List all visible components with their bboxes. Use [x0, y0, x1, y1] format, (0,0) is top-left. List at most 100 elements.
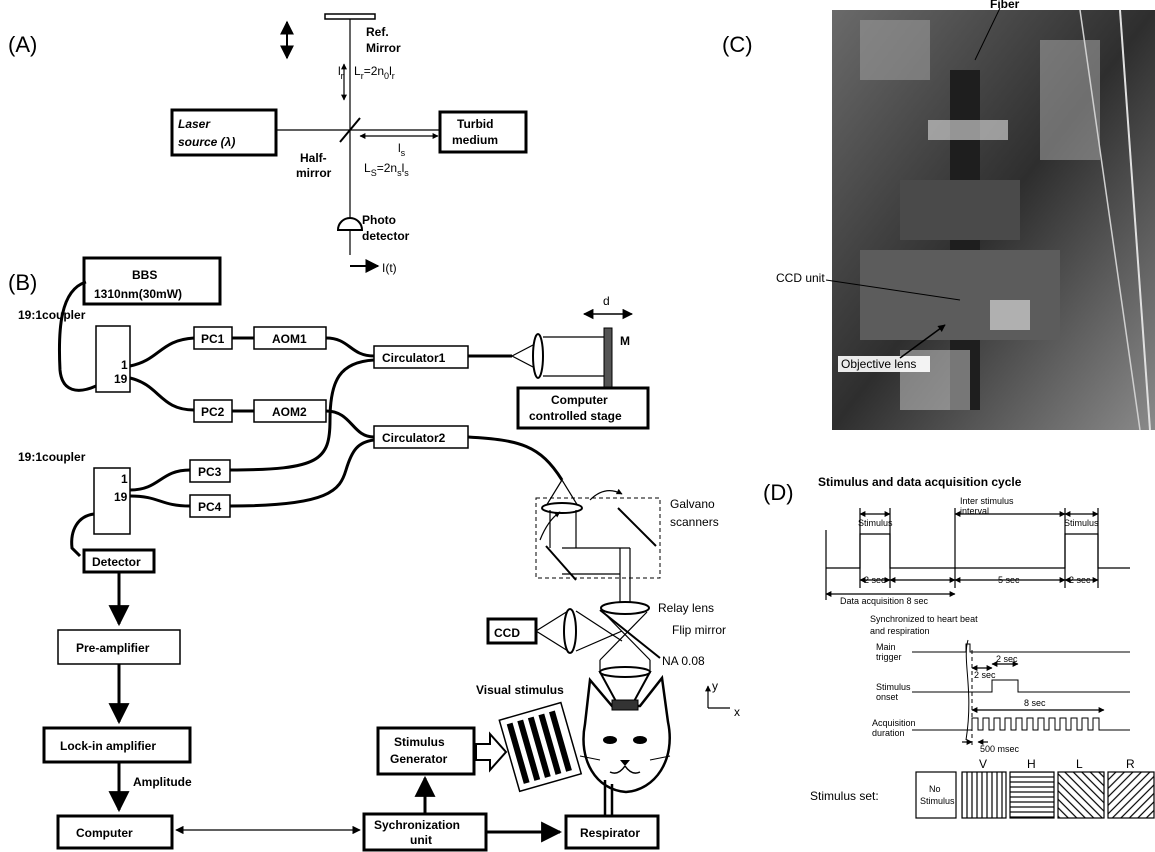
bbs-label: BBS [132, 268, 157, 282]
fiber-c1-pc1 [130, 338, 194, 366]
coupler2-label: 19:1coupler [18, 450, 86, 464]
coupler2-port19: 19 [114, 490, 128, 504]
ls-sub: s [401, 148, 406, 158]
photodetector-label-2: detector [362, 229, 410, 243]
stimulus-timing-trace [826, 534, 1130, 568]
svg-text:lr: lr [338, 64, 344, 81]
fiber-aom1-circ1 [326, 338, 374, 356]
stimulus-output-arrow [476, 734, 506, 770]
r-label: R [1126, 757, 1135, 771]
half-mirror-label-2: mirror [296, 166, 332, 180]
sec2a-label: 2 sec [864, 575, 886, 585]
circulator2-label: Circulator2 [382, 431, 446, 445]
t2a-label: 2 sec [974, 670, 996, 680]
fiber-circ2-sample [468, 437, 562, 480]
aom1-label: AOM1 [272, 332, 307, 346]
right-oblique-grating-tile [1108, 772, 1154, 818]
pc1-label: PC1 [201, 332, 225, 346]
stage-label-1: Computer [551, 393, 608, 407]
lockin-label: Lock-in amplifier [60, 739, 156, 753]
turbid-label-1: Turbid [457, 117, 493, 131]
no-stimulus-tile [916, 772, 956, 818]
galvano-label-1: Galvano [670, 497, 715, 511]
axis-y-label: y [712, 679, 718, 693]
ccd-label: CCD [494, 626, 520, 640]
no-stim-label-2: Stimulus [920, 796, 955, 806]
stimulus-label-a: Stimulus [858, 518, 893, 528]
pc4-label: PC4 [198, 500, 222, 514]
stimulus-label-b: Stimulus [1064, 518, 1099, 528]
bbs-wavelength: 1310nm(30mW) [94, 287, 182, 301]
d-label: d [603, 294, 610, 308]
coupler1-port19: 19 [114, 372, 128, 386]
reference-lens [533, 334, 543, 378]
turbid-label-2: medium [452, 133, 498, 147]
signal-label: I(t) [382, 261, 397, 275]
relay-lens-label: Relay lens [658, 601, 714, 615]
coupler1-port1: 1 [121, 358, 128, 372]
grating-stimulus [499, 703, 581, 792]
panel-b-oct-system: BBS 1310nm(30mW) 19:1coupler 1 19 PC1 PC… [18, 258, 740, 850]
panel-label-a: (A) [8, 32, 37, 57]
horizontal-grating-tile [1010, 772, 1054, 818]
panel-label-d: (D) [763, 480, 794, 505]
acquisition-trace [912, 718, 1130, 730]
flip-mirror-label: Flip mirror [672, 623, 726, 637]
respirator-label: Respirator [580, 826, 640, 840]
circulator1-label: Circulator1 [382, 351, 446, 365]
acq-dur-label-2: duration [872, 728, 905, 738]
fiber-photo-label: Fiber [990, 0, 1020, 11]
fiber-c2-pc3 [130, 470, 190, 490]
ref-mirror-label-2: Mirror [366, 41, 401, 55]
m-label: M [620, 334, 630, 348]
v-label: V [979, 757, 987, 771]
Lr-eq-6: r [392, 71, 395, 81]
stage-label-2: controlled stage [529, 409, 622, 423]
photodetector-label-1: Photo [362, 213, 396, 227]
computer-label: Computer [76, 826, 133, 840]
galvo-mirror-2 [618, 508, 656, 546]
relay-lens [601, 602, 649, 614]
interval-label-2: interval [960, 506, 989, 516]
stimulus-set-label: Stimulus set: [810, 789, 879, 803]
panel-d-timing: Stimulus and data acquisition cycle Stim… [810, 475, 1154, 818]
stim-onset-label-2: onset [876, 692, 899, 702]
preamp-label: Pre-amplifier [76, 641, 150, 655]
laser-label-2: source (λ) [178, 135, 235, 149]
svg-text:ls: ls [398, 141, 406, 158]
Lr-eq-3: =2n [364, 64, 384, 78]
lr-sub: r [341, 71, 344, 81]
sync-label-1: Sychronization [374, 818, 460, 832]
ref-mirror-label-1: Ref. [366, 25, 389, 39]
sync-label-2: unit [410, 833, 432, 847]
detector-label: Detector [92, 555, 141, 569]
t8-label: 8 sec [1024, 698, 1046, 708]
coupler1-label: 19:1coupler [18, 308, 86, 322]
panel-label-b: (B) [8, 270, 37, 295]
ccd-unit-photo-label: CCD unit [776, 271, 825, 285]
Ls-eq-6: s [404, 168, 409, 178]
fiber-pc4-circ2 [230, 440, 374, 506]
stimgen-label-2: Generator [390, 752, 448, 766]
sync-note-2: and respiration [870, 626, 930, 636]
acq-label: Data acquisition 8 sec [840, 596, 929, 606]
main-trigger-label-1: Main [876, 642, 896, 652]
galvo-mirror-1 [546, 546, 576, 580]
stimulus-onset-trace [912, 680, 1130, 692]
visual-stimulus-label: Visual stimulus [476, 683, 564, 697]
panel-c-photo: Fiber CCD unit Objective lens [773, 0, 1155, 430]
laser-label-1: Laser [178, 117, 211, 131]
t2b-label: 2 sec [996, 654, 1018, 664]
acq-dur-label-1: Acquisition [872, 718, 916, 728]
photodetector-icon [338, 218, 362, 230]
Ls-eq-3: =2n [377, 161, 397, 175]
fiber-aom2-circ2 [326, 411, 374, 437]
svg-text:Lr=2n0lr: Lr=2n0lr [354, 64, 395, 81]
coupler2-port1: 1 [121, 472, 128, 486]
sync-wave [966, 640, 969, 740]
main-trigger-trace [912, 644, 1130, 652]
sync-note-1: Synchronized to heart beat [870, 614, 978, 624]
na-label: NA 0.08 [662, 654, 705, 668]
reference-mirror [325, 14, 375, 19]
reference-mirror-m [604, 328, 612, 390]
